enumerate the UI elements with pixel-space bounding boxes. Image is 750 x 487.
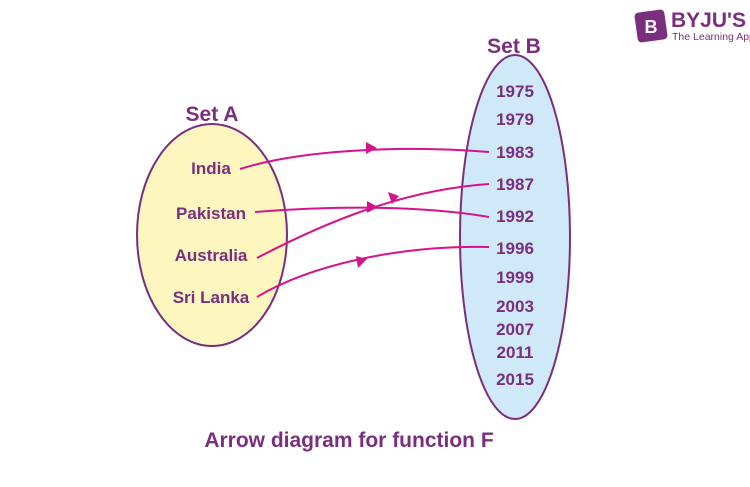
arrow-india-1983 [239,148,490,170]
set-b-element-1979: 1979 [496,110,534,129]
set-a-element-sri-lanka: Sri Lanka [173,288,250,307]
arrowheads [356,142,399,268]
byjus-logo-icon [634,9,668,43]
set-a-ellipse [136,123,288,347]
byjus-logo: B BYJU'S The Learning App [634,9,750,43]
set-b-element-1983: 1983 [496,143,534,162]
set-b-element-1987: 1987 [496,175,534,194]
set-a-title: Set A [186,103,239,126]
set-a-element-india: India [191,159,231,178]
set-b-element-1996: 1996 [496,239,534,258]
arrowhead-australia-1987 [388,192,399,204]
set-b-element-1999: 1999 [496,268,534,287]
arrowhead-pakistan-1992 [367,201,378,213]
set-b-element-1992: 1992 [496,207,534,226]
set-a-element-australia: Australia [175,246,248,265]
set-b-element-2007: 2007 [496,320,534,339]
arrow-australia-1987 [256,183,490,259]
set-b-element-2015: 2015 [496,370,534,389]
byjus-logo-name: BYJU'S [671,9,746,32]
arrowhead-india-1983 [366,142,377,154]
arrowhead-sri-lanka-1996 [356,256,367,268]
arrow-sri-lanka-1996 [256,245,490,298]
set-b-title: Set B [487,35,541,58]
set-b-element-2011: 2011 [497,343,534,362]
diagram-caption: Arrow diagram for function F [204,429,494,452]
set-a-element-pakistan: Pakistan [176,204,246,223]
byjus-logo-tagline: The Learning App [672,31,750,43]
set-b-element-1975: 1975 [496,82,534,101]
set-b-element-2003: 2003 [496,297,534,316]
byjus-logo-icon-letter: B [645,17,658,37]
set-b-ellipse [459,54,571,420]
